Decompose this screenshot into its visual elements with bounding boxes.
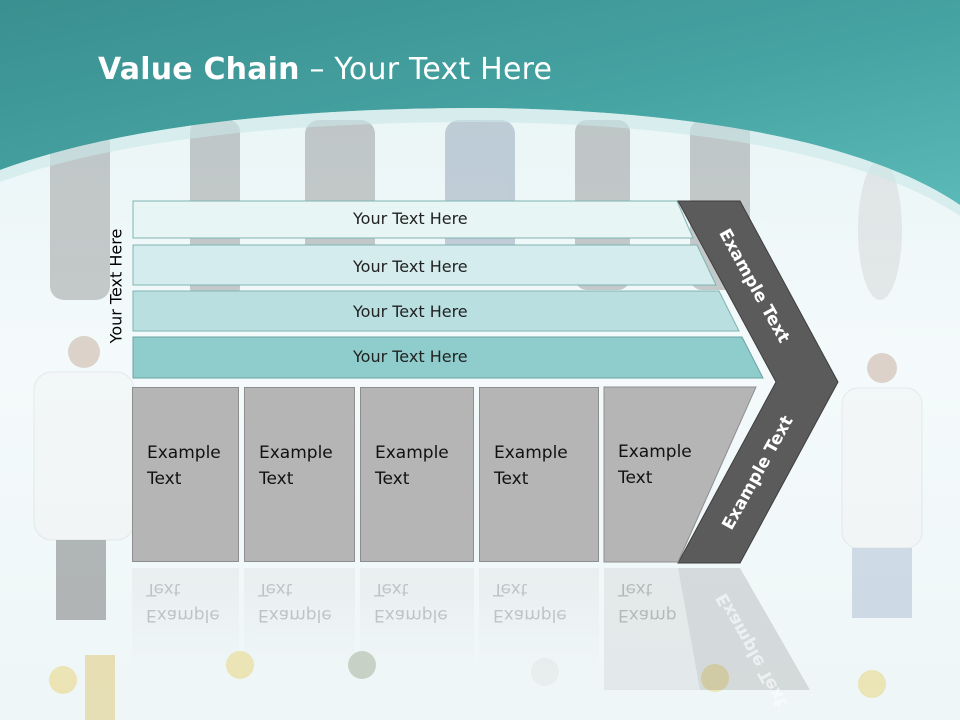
primary-box-4-reflection-text: Example Text [493,579,567,625]
support-bar-3 [132,290,740,332]
margin-chevron [677,200,839,564]
primary-box-1-text: Example Text [147,443,221,489]
primary-box-5-reflection-text: Example Text [618,579,678,625]
primary-box-3: Example Text [360,387,474,562]
support-bar-2-label: Your Text Here [353,257,468,276]
primary-box-5-text: Example Text [618,442,692,488]
primary-box-3-text: Example Text [375,443,449,489]
primary-box-2-reflection-text: Example Text [258,579,332,625]
header-wave [0,0,960,205]
primary-box-1-reflection: Example Text [132,568,239,678]
primary-box-2-text: Example Text [259,443,333,489]
primary-box-5: Example Text [604,387,724,562]
slide-title: Value Chain – Your Text Here [98,52,552,87]
primary-box-3-reflection-text: Example Text [374,579,448,625]
support-bar-3-label: Your Text Here [353,302,468,321]
support-bar-2 [132,244,717,286]
primary-box-1-reflection-text: Example Text [146,579,220,625]
primary-box-4-text: Example Text [494,443,568,489]
primary-box-2: Example Text [244,387,355,562]
primary-box-4: Example Text [479,387,599,562]
primary-box-3-reflection: Example Text [360,568,474,678]
support-bar-1-label: Your Text Here [353,209,468,228]
support-activities-label: Your Text Here [106,228,126,344]
primary-box-4-reflection: Example Text [479,568,599,678]
primary-box-1: Example Text [132,387,239,562]
primary-box-5-reflection: Example Text [604,568,678,678]
chevron-reflection [678,568,810,690]
primary-box-5-shape [603,386,757,563]
primary-box-2-reflection: Example Text [244,568,355,678]
support-bar-4 [132,336,764,379]
support-bar-4-label: Your Text Here [353,347,468,366]
support-bar-1 [132,200,694,239]
title-rest: – Your Text Here [299,52,553,87]
title-bold: Value Chain [98,52,300,87]
